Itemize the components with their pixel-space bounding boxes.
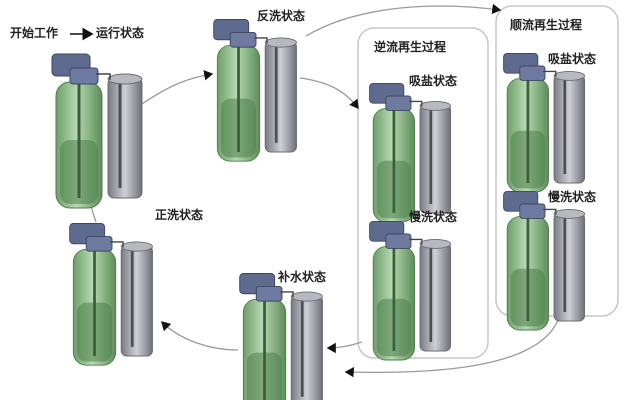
coflow-slow-label: 慢洗状态 xyxy=(548,190,597,204)
brine-tank-top xyxy=(553,70,586,81)
coflow-title: 顺流再生过程 xyxy=(510,18,583,32)
brine-line xyxy=(110,241,124,248)
arrow-backwash-to-counterflow xyxy=(299,77,359,110)
counterflow-group-box xyxy=(357,27,489,359)
counterflow-brine-label: 吸盐状态 xyxy=(409,74,458,88)
forwash-state-label: 正洗状态 xyxy=(155,208,204,222)
refill-state-label: 补水状态 xyxy=(278,270,327,284)
brine-tank-top xyxy=(107,73,143,85)
brine-tank xyxy=(290,295,323,400)
counterflow-slow-label: 慢洗状态 xyxy=(409,210,458,224)
brine-line xyxy=(409,100,423,107)
brine-tank-top xyxy=(264,37,297,48)
brine-line xyxy=(280,291,294,298)
brine-line xyxy=(254,37,268,44)
arrow-run-to-backwash xyxy=(141,70,214,105)
brine-tank xyxy=(553,74,586,184)
brine-line xyxy=(543,208,557,215)
arrow-refill-to-forwash xyxy=(161,321,239,351)
unit-forwash xyxy=(69,223,153,366)
valve-body xyxy=(229,31,257,48)
brine-tank xyxy=(419,104,452,214)
valve-body xyxy=(385,233,412,249)
unit-counterflow-brine xyxy=(369,82,452,223)
brine-tank xyxy=(553,212,586,322)
unit-run xyxy=(51,53,143,209)
coflow-brine-label: 吸盐状态 xyxy=(548,52,597,66)
unit-coflow-slow xyxy=(503,190,586,331)
unit-coflow-brine xyxy=(503,52,586,193)
brine-line xyxy=(543,70,557,77)
valve-body xyxy=(255,285,283,302)
counterflow-title: 逆流再生过程 xyxy=(374,40,447,54)
brine-tank-top xyxy=(290,291,323,302)
brine-tank-top xyxy=(553,208,586,219)
brine-line xyxy=(96,73,111,80)
arrow-counterflow-to-refill xyxy=(326,341,363,354)
brine-line xyxy=(409,238,423,245)
unit-counterflow-slow xyxy=(369,220,452,361)
valve-body xyxy=(519,65,546,81)
start-label: 开始工作 xyxy=(10,26,59,40)
brine-tank xyxy=(107,77,143,199)
arrow-coflow-to-refill xyxy=(344,319,559,378)
valve-body xyxy=(69,67,99,85)
brine-tank-top xyxy=(419,238,452,249)
brine-tank xyxy=(120,245,153,357)
brine-tank xyxy=(264,41,297,153)
brine-tank-top xyxy=(419,100,452,111)
unit-refill xyxy=(239,273,323,400)
run-state-label: 运行状态 xyxy=(96,26,145,40)
unit-backwash xyxy=(213,19,297,162)
valve-body xyxy=(385,95,412,111)
backwash-state-label: 反洗状态 xyxy=(257,9,306,23)
valve-body xyxy=(85,235,113,252)
brine-tank xyxy=(419,242,452,352)
arrow-backwash-to-coflow xyxy=(305,3,502,37)
valve-body xyxy=(519,203,546,219)
brine-tank-top xyxy=(120,241,153,252)
